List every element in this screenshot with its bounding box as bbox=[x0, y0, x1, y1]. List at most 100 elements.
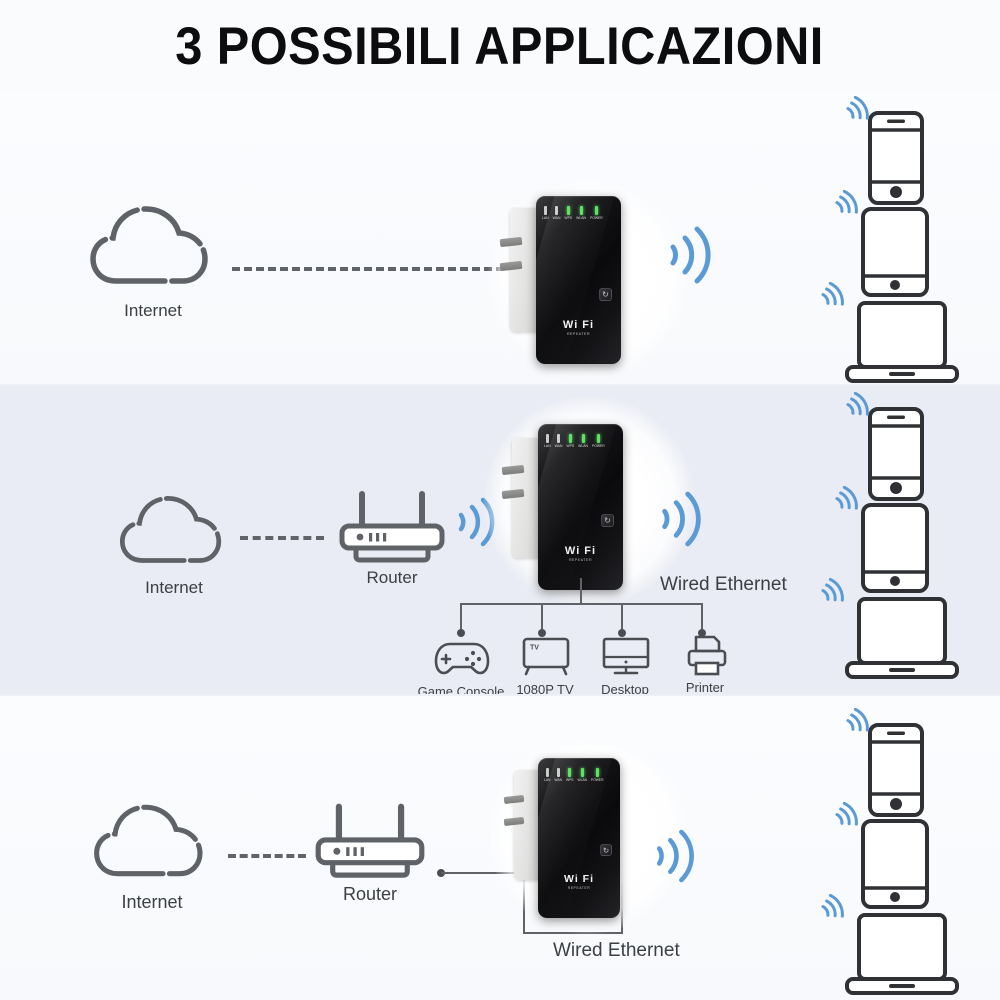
led-indicator bbox=[566, 206, 570, 215]
led-wan: WAN bbox=[554, 434, 563, 448]
led-label: POWER bbox=[591, 444, 605, 448]
game-console-label: Game Console bbox=[417, 684, 505, 694]
panel-divider-2 bbox=[0, 694, 1000, 696]
led-label: LAN bbox=[542, 216, 549, 220]
panel-divider-1 bbox=[0, 384, 1000, 386]
wifi-repeater-device-2: LAN WAN WPS WLAN bbox=[484, 396, 694, 606]
wifi-signal-from-repeater-3 bbox=[650, 828, 698, 884]
internet-node-1: Internet bbox=[88, 197, 218, 320]
wire-drop-1 bbox=[460, 603, 462, 632]
phone-icon bbox=[867, 406, 925, 502]
repeater-body-3: LAN WAN WPS WLAN bbox=[538, 758, 620, 918]
wire-dot-2 bbox=[538, 629, 546, 637]
led-lan: LAN bbox=[544, 768, 550, 782]
internet-label-3: Internet bbox=[121, 892, 183, 912]
led-row-1: LAN WAN WPS WLAN bbox=[542, 206, 603, 220]
led-label: WPS bbox=[566, 778, 574, 782]
cloud-icon bbox=[118, 488, 230, 570]
panel-application-3: Internet Router bbox=[0, 696, 1000, 1000]
internet-label-1: Internet bbox=[124, 301, 182, 320]
wifi-signal-laptop-3 bbox=[818, 894, 848, 926]
brand-sub: REPEATER bbox=[566, 332, 591, 336]
tv-icon: TV bbox=[521, 636, 571, 678]
brand-main: Wi Fi bbox=[564, 545, 597, 557]
link-internet-to-router-2 bbox=[240, 536, 324, 540]
router-label-2: Router bbox=[366, 568, 418, 587]
router-icon bbox=[336, 490, 448, 571]
laptop-icon bbox=[844, 300, 960, 384]
led-indicator bbox=[568, 768, 572, 777]
led-power: POWER bbox=[590, 206, 603, 220]
panel-application-2: Internet Router bbox=[0, 386, 1000, 694]
wire-bus-2 bbox=[460, 603, 702, 605]
wps-button-icon[interactable]: ↻ bbox=[600, 844, 612, 856]
router-icon bbox=[312, 802, 428, 887]
cloud-icon bbox=[92, 796, 212, 884]
led-wan: WAN bbox=[554, 768, 562, 782]
led-wps: WPS bbox=[564, 206, 572, 220]
laptop-icon bbox=[844, 912, 960, 998]
led-label: WAN bbox=[552, 216, 561, 220]
desktop-icon bbox=[601, 636, 651, 678]
wire-drop-3 bbox=[621, 603, 623, 632]
led-indicator bbox=[579, 206, 583, 215]
led-power: POWER bbox=[592, 434, 605, 448]
device-brand-2: Wi Fi REPEATER bbox=[538, 546, 623, 563]
led-label: POWER bbox=[589, 216, 603, 220]
wps-button-icon[interactable]: ↻ bbox=[601, 514, 614, 527]
wired-ethernet-label-2: Wired Ethernet bbox=[660, 574, 787, 595]
led-label: WLAN bbox=[578, 444, 588, 448]
wifi-signal-tablet-2 bbox=[832, 486, 862, 518]
wifi-signal-from-repeater-2 bbox=[655, 490, 705, 548]
wifi-signal-phone-1 bbox=[843, 96, 873, 128]
tv-label: 1080P TV bbox=[516, 682, 574, 694]
led-indicator bbox=[555, 206, 558, 215]
printer-label: Printer bbox=[685, 680, 725, 694]
wifi-repeater-device-1: LAN WAN WPS WLAN bbox=[488, 170, 688, 384]
tablet-icon bbox=[860, 502, 930, 594]
led-lan: LAN bbox=[544, 434, 551, 448]
brand-sub: REPEATER bbox=[568, 558, 593, 562]
led-row-3: LAN WAN WPS WLAN bbox=[544, 768, 604, 782]
wifi-repeater-device-3: LAN WAN WPS WLAN bbox=[488, 734, 688, 934]
device-brand-3: Wi Fi REPEATER bbox=[538, 874, 620, 890]
led-indicator bbox=[596, 434, 600, 443]
panel-application-1: Internet LAN WAN bbox=[0, 92, 1000, 384]
led-label: POWER bbox=[591, 778, 604, 782]
wifi-signal-laptop-1 bbox=[818, 282, 848, 314]
gamepad-icon bbox=[433, 638, 491, 678]
wifi-signal-from-repeater-1 bbox=[663, 225, 715, 285]
led-wlan: WLAN bbox=[578, 434, 588, 448]
led-wlan: WLAN bbox=[576, 206, 586, 220]
wire-dot-3 bbox=[618, 629, 626, 637]
led-power: POWER bbox=[591, 768, 604, 782]
brand-main: Wi Fi bbox=[564, 873, 594, 885]
led-label: WAN bbox=[554, 444, 563, 448]
cloud-icon bbox=[88, 197, 218, 292]
brand-sub: REPEATER bbox=[567, 885, 591, 890]
wps-button-icon[interactable]: ↻ bbox=[599, 288, 612, 301]
internet-label-2: Internet bbox=[145, 578, 203, 597]
internet-node-3: Internet bbox=[92, 796, 212, 912]
led-indicator bbox=[557, 434, 560, 443]
led-indicator bbox=[581, 434, 585, 443]
led-indicator bbox=[594, 206, 598, 215]
wifi-signal-tablet-1 bbox=[832, 190, 862, 222]
led-indicator bbox=[545, 768, 549, 777]
link-internet-to-repeater-1 bbox=[232, 267, 504, 271]
wifi-signal-phone-3 bbox=[843, 708, 873, 740]
router-node-3: Router bbox=[312, 802, 428, 904]
tablet-icon bbox=[860, 206, 930, 298]
wire-router-h-3 bbox=[441, 872, 525, 874]
wire-drop-2 bbox=[541, 603, 543, 632]
led-label: WPS bbox=[566, 444, 575, 448]
led-wlan: WLAN bbox=[578, 768, 587, 782]
internet-node-2: Internet bbox=[118, 488, 230, 597]
wire-dot-1 bbox=[457, 629, 465, 637]
desktop-label: Desktop bbox=[601, 682, 649, 694]
svg-text:TV: TV bbox=[530, 645, 539, 652]
led-wan: WAN bbox=[552, 206, 561, 220]
brand-main: Wi Fi bbox=[562, 319, 595, 331]
wired-ethernet-label-3: Wired Ethernet bbox=[553, 940, 680, 961]
